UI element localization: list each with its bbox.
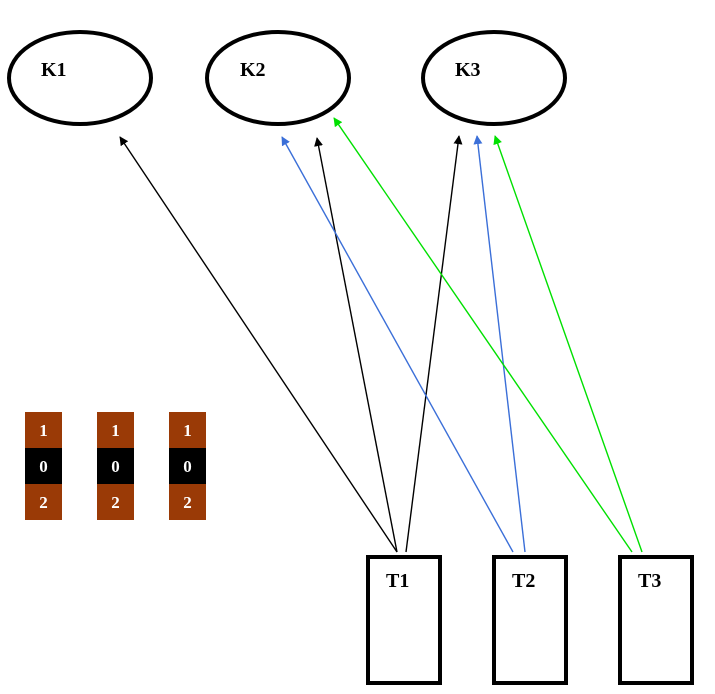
edge-t1-to-k1 <box>119 136 398 553</box>
tile-1-top-label: 1 <box>39 421 48 440</box>
node-K1: K1 <box>7 30 153 126</box>
tile-2-middle-cell <box>97 448 134 484</box>
tile-1-middle-cell <box>25 448 62 484</box>
edge-t3-to-k2 <box>333 117 633 553</box>
node-K3-shape <box>421 30 567 126</box>
node-K2-label: K2 <box>240 59 266 81</box>
node-K1-label: K1 <box>41 59 67 81</box>
edge-t2-to-k3 <box>473 135 526 553</box>
edge-t1-to-k3 <box>405 135 463 553</box>
tile-2-bottom-label: 2 <box>111 493 120 512</box>
edge-t1-to-k2 <box>314 137 398 553</box>
tile-2-top-label: 1 <box>111 421 120 440</box>
tile-2: 1 0 2 <box>97 412 134 520</box>
tile-3-top-cell <box>169 412 206 448</box>
tile-1-top-cell <box>25 412 62 448</box>
node-K2: K2 <box>205 30 351 126</box>
tile-2-middle-label: 0 <box>111 457 120 476</box>
tile-1-bottom-cell <box>25 484 62 520</box>
node-T3-label: T3 <box>638 570 661 592</box>
tile-1-middle-label: 0 <box>39 457 48 476</box>
tile-1-bottom-label: 2 <box>39 493 48 512</box>
tile-3-top-label: 1 <box>183 421 192 440</box>
node-T1: T1 <box>366 555 442 685</box>
tile-3-middle-cell <box>169 448 206 484</box>
node-K2-shape <box>205 30 351 126</box>
node-T3: T3 <box>618 555 694 685</box>
tile-1: 1 0 2 <box>25 412 62 520</box>
node-K3-label: K3 <box>455 59 481 81</box>
tile-2-top-cell <box>97 412 134 448</box>
tile-3-middle-label: 0 <box>183 457 192 476</box>
node-T1-label: T1 <box>386 570 409 592</box>
tile-3: 1 0 2 <box>169 412 206 520</box>
edge-t3-to-k3 <box>493 135 643 553</box>
tile-3-bottom-cell <box>169 484 206 520</box>
tile-3-bottom-label: 2 <box>183 493 192 512</box>
tile-2-bottom-cell <box>97 484 134 520</box>
node-T2-label: T2 <box>512 570 535 592</box>
node-T3-shape <box>618 555 694 685</box>
node-K1-shape <box>7 30 153 126</box>
edges <box>119 117 643 553</box>
node-T2: T2 <box>492 555 568 685</box>
node-K3: K3 <box>421 30 567 126</box>
edge-t2-to-k2 <box>281 136 514 553</box>
node-T2-shape <box>492 555 568 685</box>
node-T1-shape <box>366 555 442 685</box>
